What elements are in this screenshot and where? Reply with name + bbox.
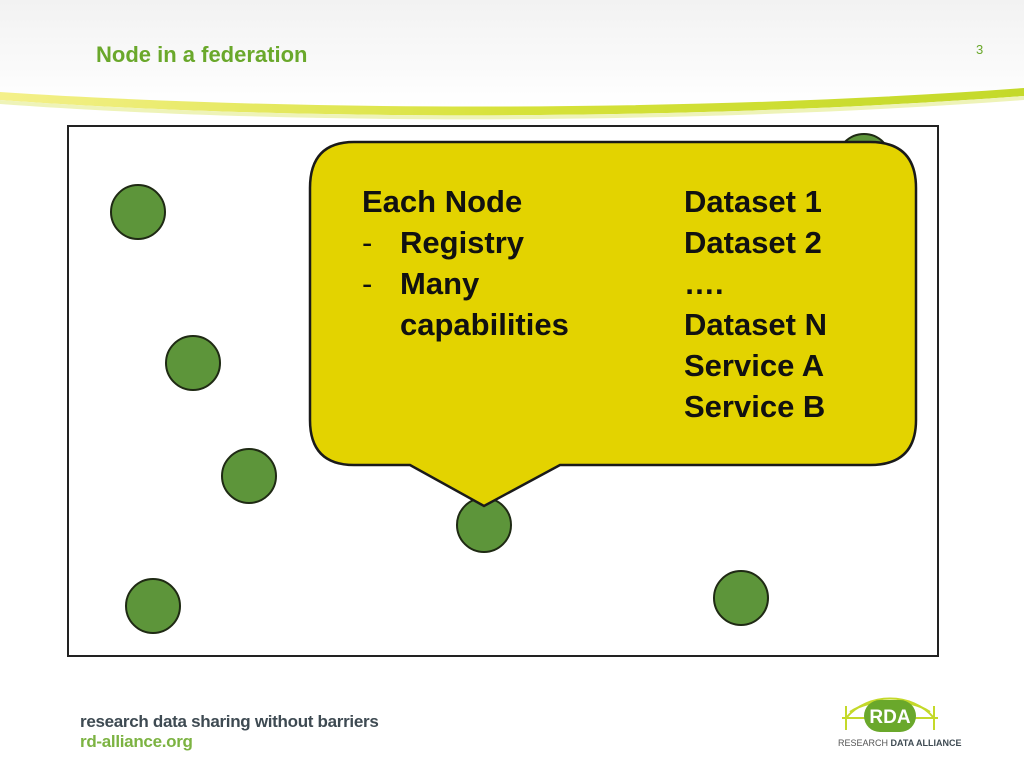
bullet-marker: - <box>362 225 373 260</box>
federation-node <box>125 578 181 634</box>
footer-tagline: research data sharing without barriers <box>80 712 379 731</box>
resource-item: Service A <box>684 348 825 383</box>
bullet-continuation: capabilities <box>400 307 569 342</box>
rda-logo: RDA <box>842 697 938 732</box>
header-band <box>0 0 1024 120</box>
bullet-marker: - <box>362 266 373 301</box>
resource-item: Dataset 1 <box>684 184 822 219</box>
bullet-text: Registry <box>400 225 525 260</box>
callout-heading: Each Node <box>362 184 523 219</box>
callout-bullet-capabilities: - Many <box>362 263 569 304</box>
rda-sub-bold: DATA ALLIANCE <box>890 738 962 748</box>
resource-item: Dataset N <box>684 307 827 342</box>
rda-logo-text: RDA <box>869 707 910 728</box>
resource-item: Dataset 2 <box>684 225 822 260</box>
resource-item: …. <box>684 266 724 301</box>
federation-node <box>713 570 769 626</box>
federation-frame <box>67 125 939 657</box>
federation-node <box>165 335 221 391</box>
federation-node <box>110 184 166 240</box>
callout-left-column: Each Node - Registry - Many capabilities <box>362 181 569 345</box>
callout-bullet-registry: - Registry <box>362 222 569 263</box>
slide-number: 3 <box>976 42 984 57</box>
slide-title: Node in a federation <box>96 42 308 67</box>
footer-url[interactable]: rd-alliance.org <box>80 732 193 751</box>
federation-node <box>221 448 277 504</box>
rda-logo-subtitle: RESEARCH DATA ALLIANCE <box>838 738 962 748</box>
callout-right-column: Dataset 1 Dataset 2 …. Dataset N Service… <box>684 181 827 427</box>
resource-item: Service B <box>684 389 826 424</box>
bullet-text: Many <box>400 266 480 301</box>
rda-sub-plain: RESEARCH <box>838 738 889 748</box>
